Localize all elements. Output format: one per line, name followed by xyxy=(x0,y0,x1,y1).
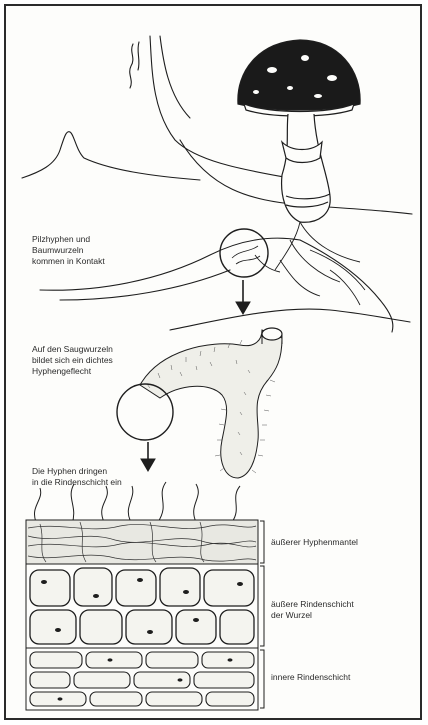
mushroom xyxy=(238,40,360,222)
caption-saugwurzeln: Auf den Saugwurzeln bildet sich ein dich… xyxy=(32,344,113,377)
hairy-rootlet xyxy=(140,328,282,478)
ground-peak xyxy=(22,132,200,180)
root-right xyxy=(300,240,393,332)
tree-trunk-line-2 xyxy=(160,36,190,118)
arrow-down-icon xyxy=(236,280,250,314)
contact-zoom-circle xyxy=(220,229,268,277)
saugwurzel-zoom-circle xyxy=(117,384,173,440)
bark-squiggle-2 xyxy=(138,42,139,70)
arrow-down-icon-2 xyxy=(141,442,155,471)
caption-contact: Pilzhyphen und Baumwurzeln kommen in Kon… xyxy=(32,234,105,267)
tissue-brackets xyxy=(260,521,264,708)
mushroom-cap xyxy=(238,40,360,110)
bark-squiggle xyxy=(130,44,133,88)
root-lower-2 xyxy=(60,270,230,300)
label-inner-cortex: innere Rindenschicht xyxy=(271,672,350,683)
label-outer-cortex: äußere Rindenschicht der Wurzel xyxy=(271,599,354,621)
tissue-section xyxy=(26,482,258,710)
root-bottom xyxy=(170,309,410,330)
label-outer-mantle: äußerer Hyphenmantel xyxy=(271,537,358,548)
caption-dringen: Die Hyphen dringen in die Rindenschicht … xyxy=(32,466,122,488)
